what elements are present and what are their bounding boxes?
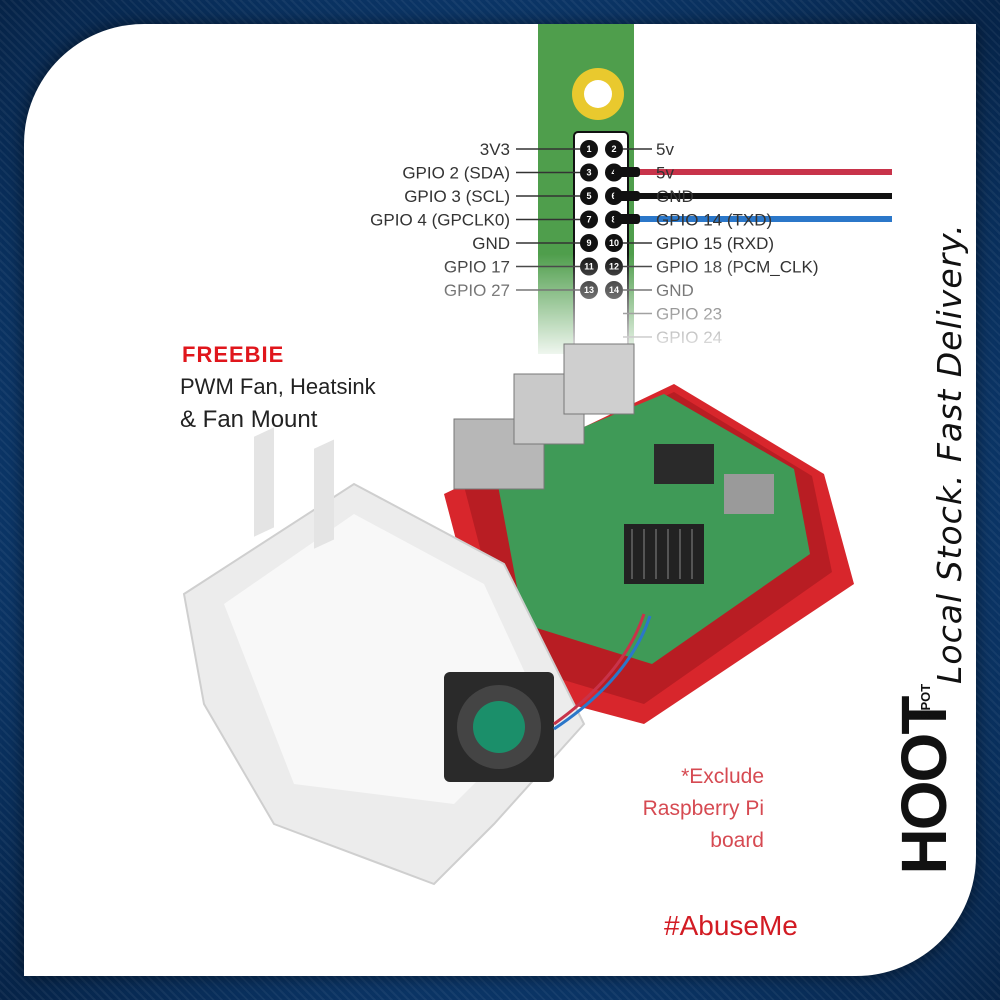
pin-dot	[605, 234, 623, 252]
pin-number: 3	[586, 168, 591, 178]
pin-dot	[580, 163, 598, 182]
fan-hub	[473, 701, 525, 753]
pin-number: 9	[586, 238, 591, 248]
slogan: Local Stock. Fast Delivery.	[930, 223, 969, 684]
pin-number: 5	[586, 191, 591, 201]
brand-sub: SPOT	[918, 683, 934, 720]
camera-connector	[654, 444, 714, 484]
pin-dot	[580, 210, 598, 229]
jumper-5v	[614, 167, 640, 177]
pin-number: 10	[609, 238, 619, 248]
pin-label-right: GPIO 15 (RXD)	[656, 234, 774, 253]
pin-label-left: GPIO 3 (SCL)	[404, 187, 510, 206]
pin-number: 2	[611, 144, 616, 154]
pin-label-left: GPIO 2 (SDA)	[402, 164, 510, 183]
pin-label-left: 3V3	[480, 140, 510, 159]
exclude-note-line-1: *Exclude	[681, 765, 764, 788]
freebie-line-1: PWM Fan, Heatsink	[180, 374, 376, 399]
fan-wire-blue	[553, 615, 652, 731]
brand-logo: HOOT SPOT	[884, 679, 964, 909]
pin-dot	[580, 187, 598, 205]
mount-hole	[584, 80, 612, 108]
pin-number: 1	[586, 144, 591, 154]
jumper-txd	[614, 214, 640, 224]
fan-wire-red	[553, 613, 646, 726]
usb2-port	[563, 343, 635, 415]
exclude-note-line-2: Raspberry Pi	[642, 797, 764, 820]
hashtag: #AbuseMe	[664, 910, 798, 941]
red-case	[444, 343, 854, 724]
pin-label-left: GPIO 4 (GPCLK0)	[370, 211, 510, 230]
pin-dot	[580, 140, 598, 158]
micro-hdmi	[724, 474, 774, 514]
exclude-note-line-3: board	[710, 829, 764, 852]
white-lid	[182, 427, 652, 886]
exclude-note: *Exclude Raspberry Pi board	[594, 761, 764, 857]
heatsink	[624, 524, 704, 584]
freebie-line-2: & Fan Mount	[180, 406, 318, 433]
pin-number: 7	[586, 215, 591, 225]
pin-label-right: 5v	[656, 140, 674, 159]
pin-dot	[605, 140, 623, 158]
fade-overlay	[324, 254, 744, 364]
pin-label-right: GND	[656, 187, 694, 206]
pin-label-right: 5v	[656, 164, 674, 183]
jumper-gnd	[614, 191, 640, 201]
pin-dot	[580, 234, 598, 252]
pin-label-right: GPIO 14 (TXD)	[656, 211, 772, 230]
freebie-title: FREEBIE	[182, 342, 285, 367]
pin-label-left: GND	[472, 234, 510, 253]
